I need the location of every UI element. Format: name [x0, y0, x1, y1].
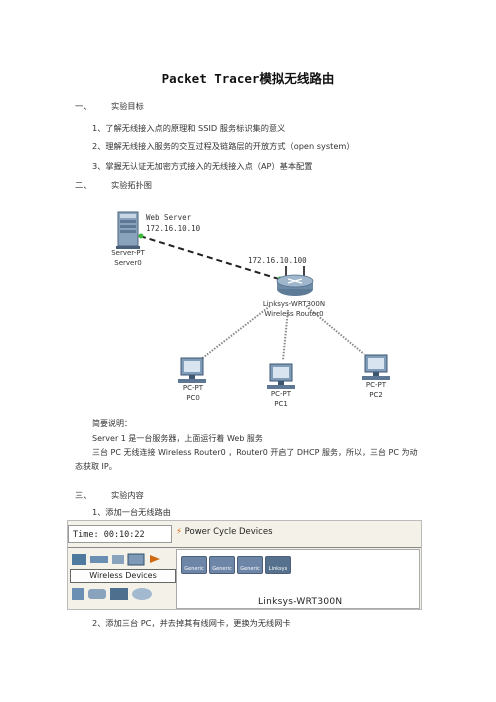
wireless-category-icon [127, 553, 145, 566]
router-type-label: Linksys-WRT300N [262, 300, 326, 308]
section-number: 一、 [75, 101, 92, 111]
pc2-icon [362, 354, 390, 380]
pc2-type-label: PC-PT [365, 381, 387, 389]
linksys-router[interactable]: Linksys [265, 556, 291, 574]
pc2-name-label: PC2 [369, 391, 383, 399]
pc0-type-label: PC-PT [182, 384, 204, 392]
generic-ap-1[interactable]: Generic [181, 556, 207, 574]
section-label: 实验内容 [111, 490, 144, 500]
toolbar-divider [68, 547, 421, 548]
router-name-label: Wireless Router0 [264, 310, 324, 318]
section-heading-3: 三、 实验内容 [75, 489, 144, 501]
switch-category-icon [90, 556, 108, 563]
generic-ap-2[interactable]: Generic [209, 556, 235, 574]
notes-heading: 简要说明： [92, 419, 132, 428]
server-type-label: Server-PT [111, 249, 145, 257]
topology-diagram [116, 211, 390, 389]
section-number: 三、 [75, 490, 92, 500]
step-2: 2、添加三台 PC，并去掉其有线网卡，更换为无线网卡 [92, 618, 291, 628]
selected-device-name: Linksys-WRT300N [258, 597, 343, 607]
end-device-icons [72, 588, 152, 600]
device-palette: Generic Generic Generic Linksys [176, 549, 420, 609]
pc1-icon [267, 363, 295, 389]
power-cycle-button[interactable]: ⚡ Power Cycle Devices [176, 527, 273, 537]
time-display: Time: 00:10:22 [68, 525, 172, 543]
connection-category-icon [150, 555, 160, 563]
page-title: Packet Tracer模拟无线路由 [161, 71, 335, 86]
section-heading-2: 二、 实验拓扑图 [75, 179, 152, 191]
cloud-icon [132, 588, 152, 600]
server-ip-label: 172.16.10.10 [146, 224, 201, 233]
server-router-link [139, 235, 283, 281]
pc0-icon [178, 357, 206, 383]
packet-tracer-screenshot: Time: 00:10:22 ⚡ Power Cycle Devices Wir… [67, 520, 422, 610]
notes-line-3: 态获取 IP。 [75, 462, 117, 471]
server-port-indicator [138, 233, 144, 239]
server-icon [116, 211, 140, 249]
pc0-name-label: PC0 [186, 394, 200, 402]
device-label: Generic [184, 566, 204, 572]
device-category-icons [72, 553, 160, 566]
wireless-router-icon [276, 266, 314, 296]
section-label: 实验目标 [111, 101, 144, 111]
generic-ap-3[interactable]: Generic [237, 556, 263, 574]
objective-1: 1、了解无线接入点的原理和 SSID 服务标识集的意义 [92, 123, 286, 133]
section-label: 实验拓扑图 [111, 180, 152, 190]
device-label: Linksys [268, 566, 288, 572]
server-name-label: Server0 [114, 259, 142, 267]
power-icon: ⚡ [176, 527, 182, 537]
notes-line-1: Server 1 是一台服务器，上面运行着 Web 服务 [92, 434, 263, 443]
step-1: 1、添加一台无线路由 [92, 507, 171, 517]
pc1-name-label: PC1 [274, 400, 288, 408]
category-label: Wireless Devices [70, 569, 176, 583]
router-category-icon [72, 554, 86, 565]
objective-3: 3、掌握无认证无加密方式接入的无线接入点（AP）基本配置 [92, 161, 313, 171]
notes-line-2: 三台 PC 无线连接 Wireless Router0 ，Router0 开启了… [92, 448, 418, 457]
section-number: 二、 [75, 180, 92, 190]
objective-2: 2、理解无线接入服务的交互过程及链路层的开放方式（open system） [92, 141, 355, 151]
device-label: Generic [240, 566, 260, 572]
end-device-icon [72, 588, 84, 600]
server-role-label: Web Server [146, 213, 192, 222]
power-cycle-label: Power Cycle Devices [184, 527, 273, 537]
wan-icon [88, 589, 106, 599]
custom-device-icon [110, 588, 128, 600]
pc1-type-label: PC-PT [270, 390, 292, 398]
hub-category-icon [112, 555, 124, 564]
wireless-link-pc2 [305, 305, 365, 355]
device-label: Generic [212, 566, 232, 572]
router-ip-label: 172.16.10.100 [248, 256, 307, 265]
section-heading-1: 一、 实验目标 [75, 100, 144, 112]
wireless-link-pc1 [282, 309, 289, 361]
